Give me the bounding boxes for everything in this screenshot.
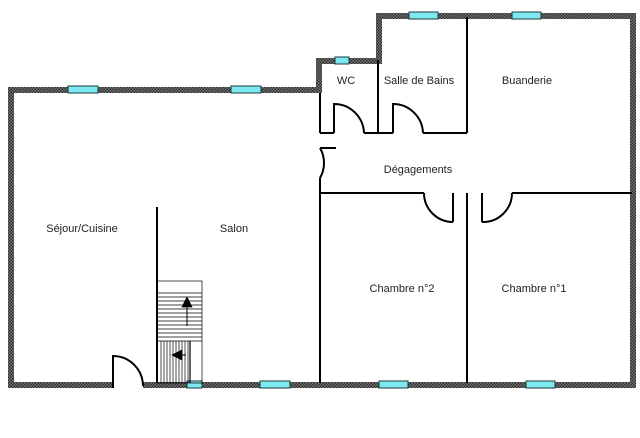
- window: [511, 11, 542, 20]
- windows: [67, 11, 556, 389]
- window: [259, 380, 291, 389]
- window: [334, 56, 350, 65]
- room-label-salon: Salon: [219, 223, 249, 235]
- room-label-degagements: Dégagements: [383, 164, 453, 176]
- door-salle-de-bains: [392, 102, 424, 134]
- room-label-wc: WC: [336, 75, 356, 87]
- doors: [112, 102, 513, 388]
- room-label-sejour-cuisine: Séjour/Cuisine: [46, 223, 118, 235]
- window: [230, 85, 262, 94]
- exterior-walls: [8, 13, 636, 388]
- window: [186, 380, 203, 389]
- door-chambre-1: [481, 192, 513, 224]
- window: [67, 85, 99, 94]
- window: [378, 380, 409, 389]
- staircase: [156, 280, 203, 384]
- room-label-chambre-1: Chambre n°1: [501, 283, 567, 295]
- interior-walls: [156, 17, 632, 383]
- door-entrance: [112, 354, 144, 388]
- room-label-chambre-2: Chambre n°2: [369, 283, 435, 295]
- window: [408, 11, 439, 20]
- door-chambre-2: [423, 192, 454, 223]
- room-label-buanderie: Buanderie: [501, 75, 553, 87]
- door-degagements: [319, 147, 325, 179]
- room-label-salle-de-bains: Salle de Bains: [383, 75, 455, 87]
- window: [525, 380, 556, 389]
- door-wc: [333, 102, 365, 134]
